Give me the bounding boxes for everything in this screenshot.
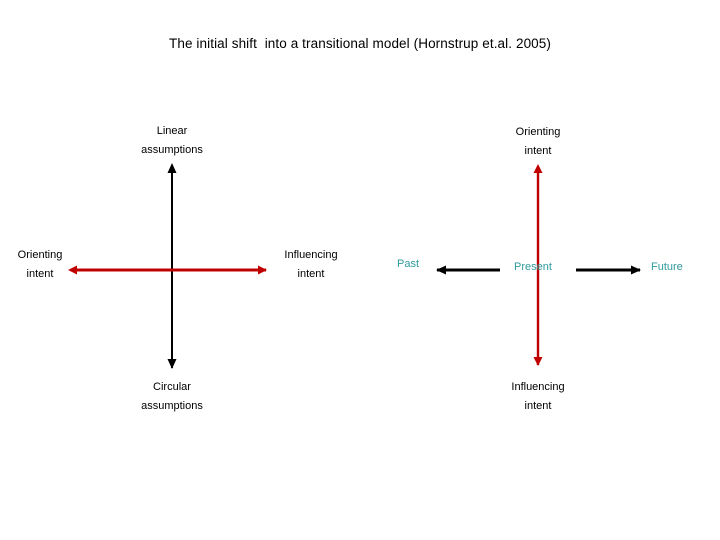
left-bottom-label-line1: Circular xyxy=(153,381,191,393)
right-top-label-line2: intent xyxy=(524,145,552,157)
left-side-label-line2: intent xyxy=(26,268,54,280)
left-top-label: Linear assumptions xyxy=(112,122,232,160)
right-bottom-label-line2: intent xyxy=(524,400,552,412)
left-right-label-line1: Influencing xyxy=(284,249,338,261)
present-label: Present xyxy=(514,261,552,273)
future-label: Future xyxy=(651,261,683,273)
left-bottom-label-line2: assumptions xyxy=(141,400,203,412)
left-right-label-line2: intent xyxy=(297,268,325,280)
right-top-label-line1: Orienting xyxy=(515,126,561,138)
left-side-label-line1: Orienting xyxy=(17,249,63,261)
left-side-label: Orienting intent xyxy=(0,246,80,284)
left-right-label: Influencing intent xyxy=(258,246,364,284)
left-top-label-line2: assumptions xyxy=(141,144,203,156)
left-bottom-label: Circular assumptions xyxy=(112,378,232,416)
right-bottom-label: Influencing intent xyxy=(478,378,598,416)
right-top-label: Orienting intent xyxy=(478,123,598,161)
page-title: The initial shift into a transitional mo… xyxy=(169,36,551,51)
left-top-label-line1: Linear xyxy=(156,125,188,137)
past-label: Past xyxy=(397,258,420,270)
right-bottom-label-line1: Influencing xyxy=(511,381,565,393)
